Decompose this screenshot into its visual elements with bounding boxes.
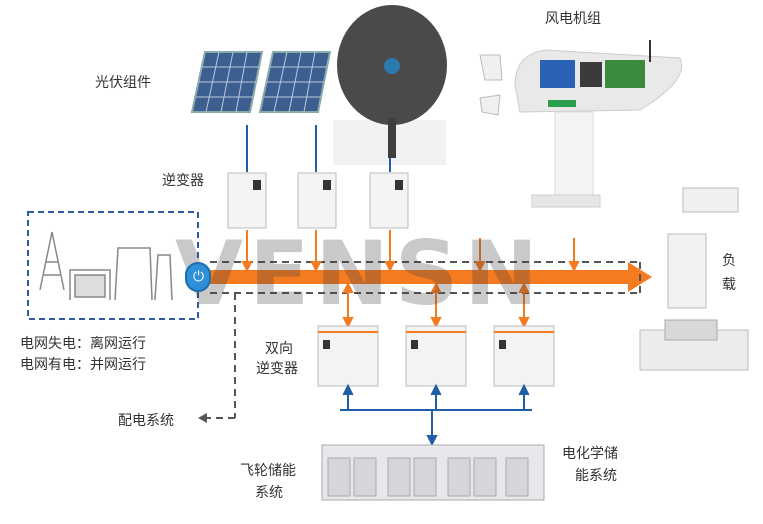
flywheel-label-1: 飞轮储能 [240,463,296,479]
pv-modules-label: 光伏组件 [95,75,151,91]
bidirectional-label-2: 逆变器 [256,361,298,377]
bidirectional-label-1: 双向 [265,341,293,357]
wind-turbine-label: 风电机组 [545,11,601,27]
inverter-label: 逆变器 [162,173,204,189]
bidirectional-inverter-units [317,325,555,387]
wind-turbine-nacelle [479,40,682,208]
power-icon[interactable]: ⏻ [185,262,211,292]
grid-off-label: 电网失电：离网运行 [20,336,146,352]
storage-arrows [340,383,532,447]
flywheel-label-2: 系统 [255,485,283,501]
distribution-label: 配电系统 [118,413,174,429]
grid-on-label: 电网有电：并网运行 [20,357,146,373]
main-bus-arrow [208,270,628,284]
load-label-2: 载 [722,277,736,293]
bidirectional-arrows [342,281,530,329]
pv-to-inverter-lines [246,125,391,172]
electrochem-label-1: 电化学储 [562,446,618,462]
inverter-output-arrows [241,230,580,273]
load-equipment [639,187,749,371]
load-label-1: 负 [722,253,736,269]
grid-box [27,211,199,320]
wind-turbine-rotor [333,5,447,165]
storage-racks [321,444,545,501]
watermark: VENSN [175,222,544,325]
dashed-bus [205,261,641,419]
solar-panel-right [258,51,332,113]
inverter-units [227,172,409,229]
solar-panel-left [190,51,264,113]
electrochem-label-2: 能系统 [575,468,617,484]
substation-graphic [39,231,173,301]
